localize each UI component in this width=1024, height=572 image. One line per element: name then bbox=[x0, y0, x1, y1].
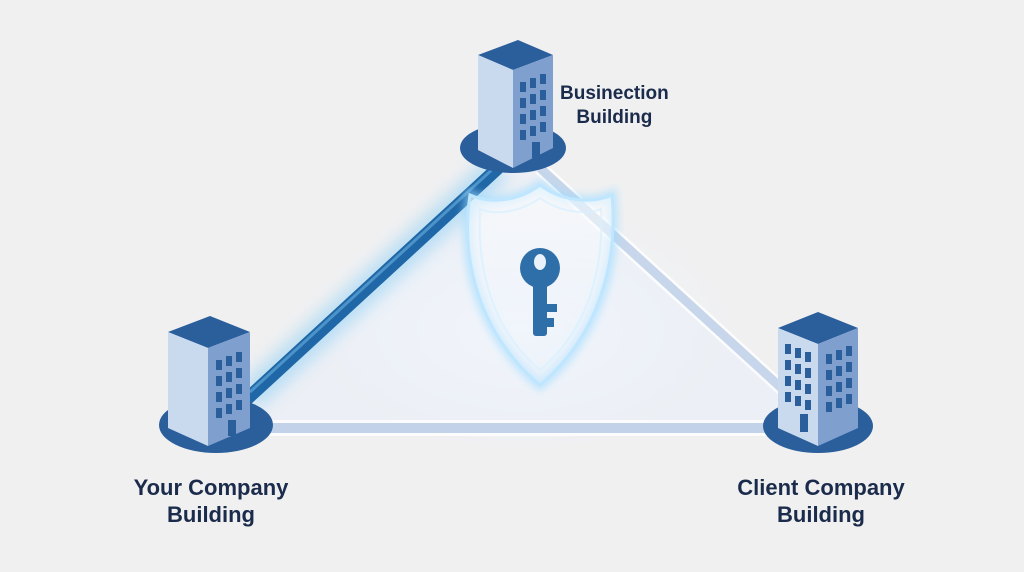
label-right-line2: Building bbox=[777, 502, 865, 527]
shield-key-icon bbox=[462, 178, 619, 392]
building-left-roof bbox=[168, 316, 250, 348]
key-shaft bbox=[533, 284, 547, 336]
key-hole bbox=[534, 254, 546, 270]
label-client-company-building: Client Company Building bbox=[716, 474, 926, 528]
building-top bbox=[460, 40, 566, 173]
secure-link bbox=[237, 156, 509, 410]
building-top-roof bbox=[478, 40, 553, 70]
key-tooth-1 bbox=[545, 304, 557, 312]
key-tooth-2 bbox=[545, 318, 554, 327]
building-right-windows bbox=[785, 344, 852, 432]
label-top-line2: Building bbox=[576, 107, 653, 128]
secure-link-highlight bbox=[248, 164, 498, 394]
label-top-line1: Businection bbox=[560, 83, 669, 104]
label-your-company-building: Your Company Building bbox=[116, 474, 306, 528]
building-right bbox=[763, 312, 873, 453]
label-businection-building: Businection Building bbox=[560, 82, 669, 130]
building-top-front bbox=[478, 55, 513, 168]
label-left-line2: Building bbox=[167, 502, 255, 527]
building-left-windows bbox=[216, 352, 242, 436]
label-right-line1: Client Company bbox=[737, 475, 905, 500]
shield-inner-outline bbox=[478, 196, 603, 372]
secure-link-line bbox=[241, 161, 505, 405]
label-left-line1: Your Company bbox=[133, 475, 289, 500]
key-icon bbox=[520, 248, 560, 336]
building-left-front bbox=[168, 332, 208, 446]
building-top-windows bbox=[520, 74, 546, 158]
building-left bbox=[159, 316, 273, 453]
